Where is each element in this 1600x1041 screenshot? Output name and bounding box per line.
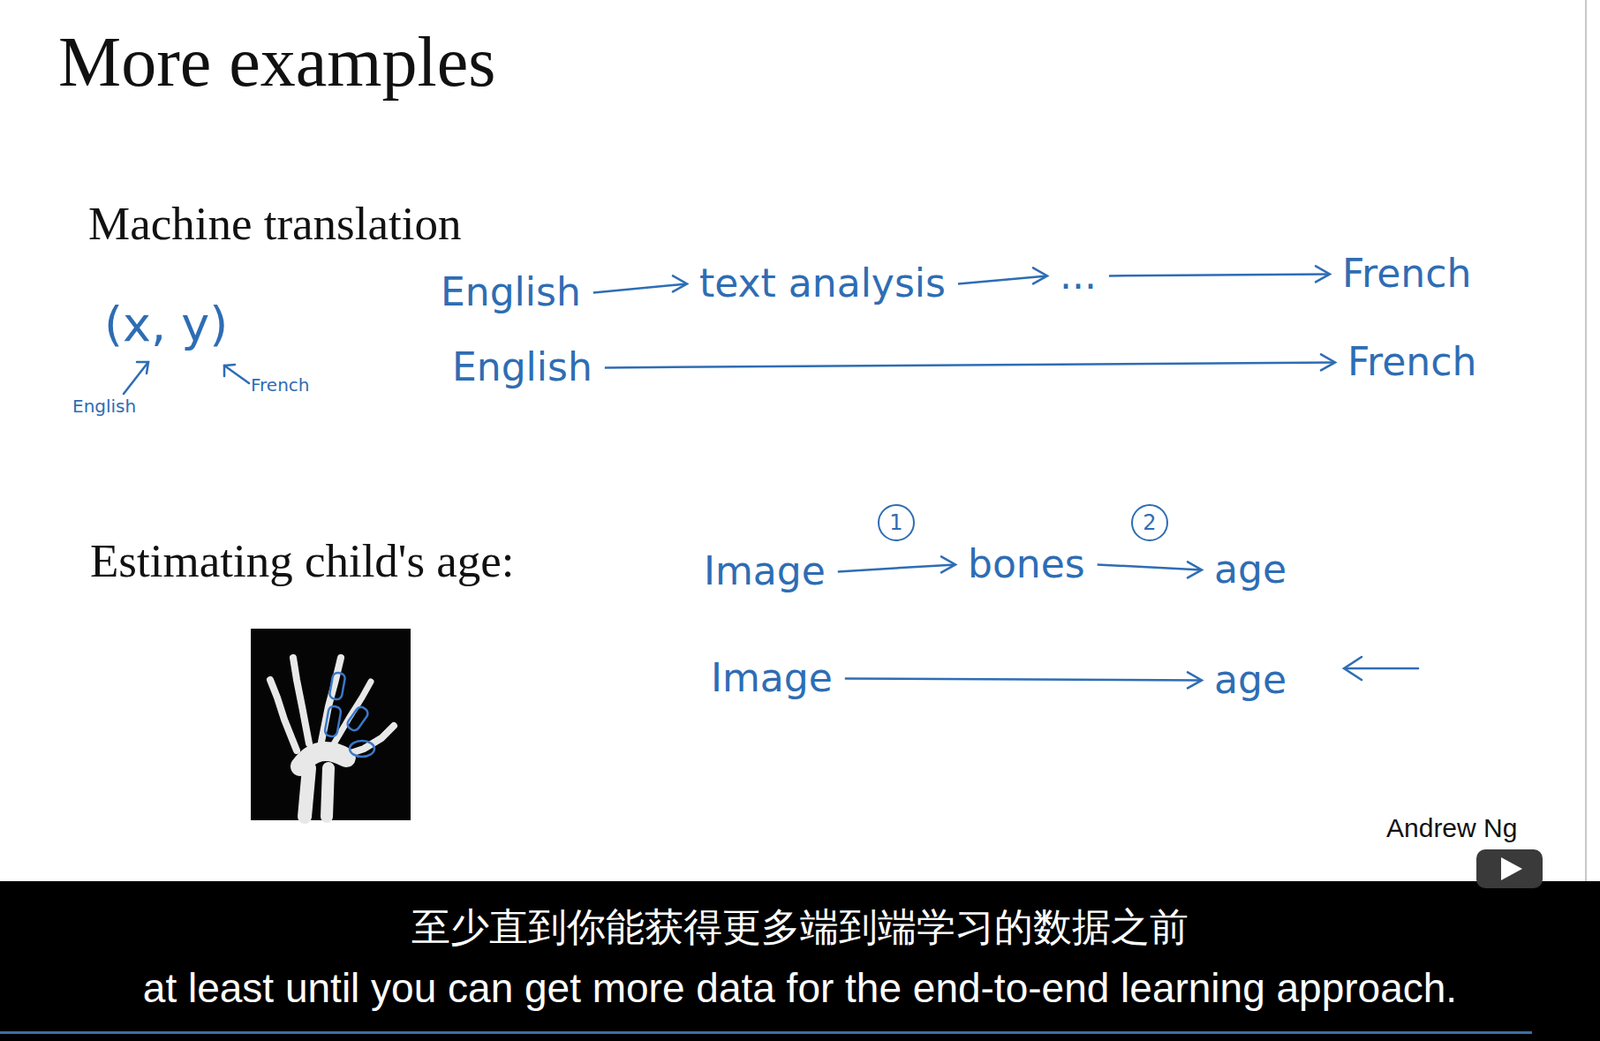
term-text: French: [1342, 250, 1472, 298]
subtitle-bar: [0, 881, 1600, 1041]
step-number: 1: [877, 504, 915, 542]
play-button: [1476, 849, 1543, 889]
pair-notation: (x, y): [104, 296, 228, 355]
handwritten-term: French: [1343, 337, 1480, 388]
term-text: French: [1347, 339, 1477, 386]
handwritten-term: text analysis: [695, 258, 950, 310]
term-text: age: [1214, 656, 1287, 704]
term-text: age: [1214, 546, 1287, 594]
arrow-connector: [958, 267, 1048, 284]
author-credit: Andrew Ng: [1386, 812, 1517, 845]
xray-image: [250, 628, 411, 821]
handwritten-term: Image: [700, 546, 830, 597]
term-text: English: [440, 269, 582, 317]
subtitle-english: at least until you can get more data for…: [0, 964, 1600, 1013]
term-text: English: [452, 344, 593, 392]
term-text: Image: [710, 655, 833, 702]
arrow-connector: [837, 556, 956, 573]
handwritten-term: bones: [964, 539, 1089, 590]
slide-edge: [1584, 0, 1587, 882]
term-text: ...: [1059, 252, 1097, 300]
handwritten-term: Image: [707, 653, 837, 704]
section-heading: Estimating child's age:: [90, 533, 515, 590]
slide-title: More examples: [58, 19, 496, 105]
annotation-note: English: [72, 395, 136, 417]
pointer-arrows: [123, 362, 1419, 680]
arrow-connector: [604, 354, 1336, 370]
arrow-connector: [1109, 265, 1330, 282]
handwritten-term: age: [1210, 655, 1291, 706]
handwritten-term: age: [1210, 544, 1291, 596]
section-heading: Machine translation: [88, 196, 461, 253]
subtitle-chinese: 至少直到你能获得更多端到端学习的数据之前: [0, 904, 1600, 951]
step-number: 2: [1131, 504, 1169, 542]
term-text: text analysis: [699, 260, 946, 308]
handwritten-term: English: [437, 267, 585, 318]
progress-line: [0, 1031, 1533, 1034]
handwritten-term: ...: [1056, 250, 1101, 302]
arrow-connector: [1097, 561, 1202, 578]
annotation-note: French: [250, 374, 310, 396]
term-text: bones: [967, 541, 1086, 589]
handwritten-term: French: [1338, 249, 1475, 300]
term-text: Image: [703, 548, 826, 596]
arrow-connector: [845, 671, 1202, 688]
handwritten-term: English: [448, 342, 597, 393]
arrow-connector: [593, 275, 687, 293]
